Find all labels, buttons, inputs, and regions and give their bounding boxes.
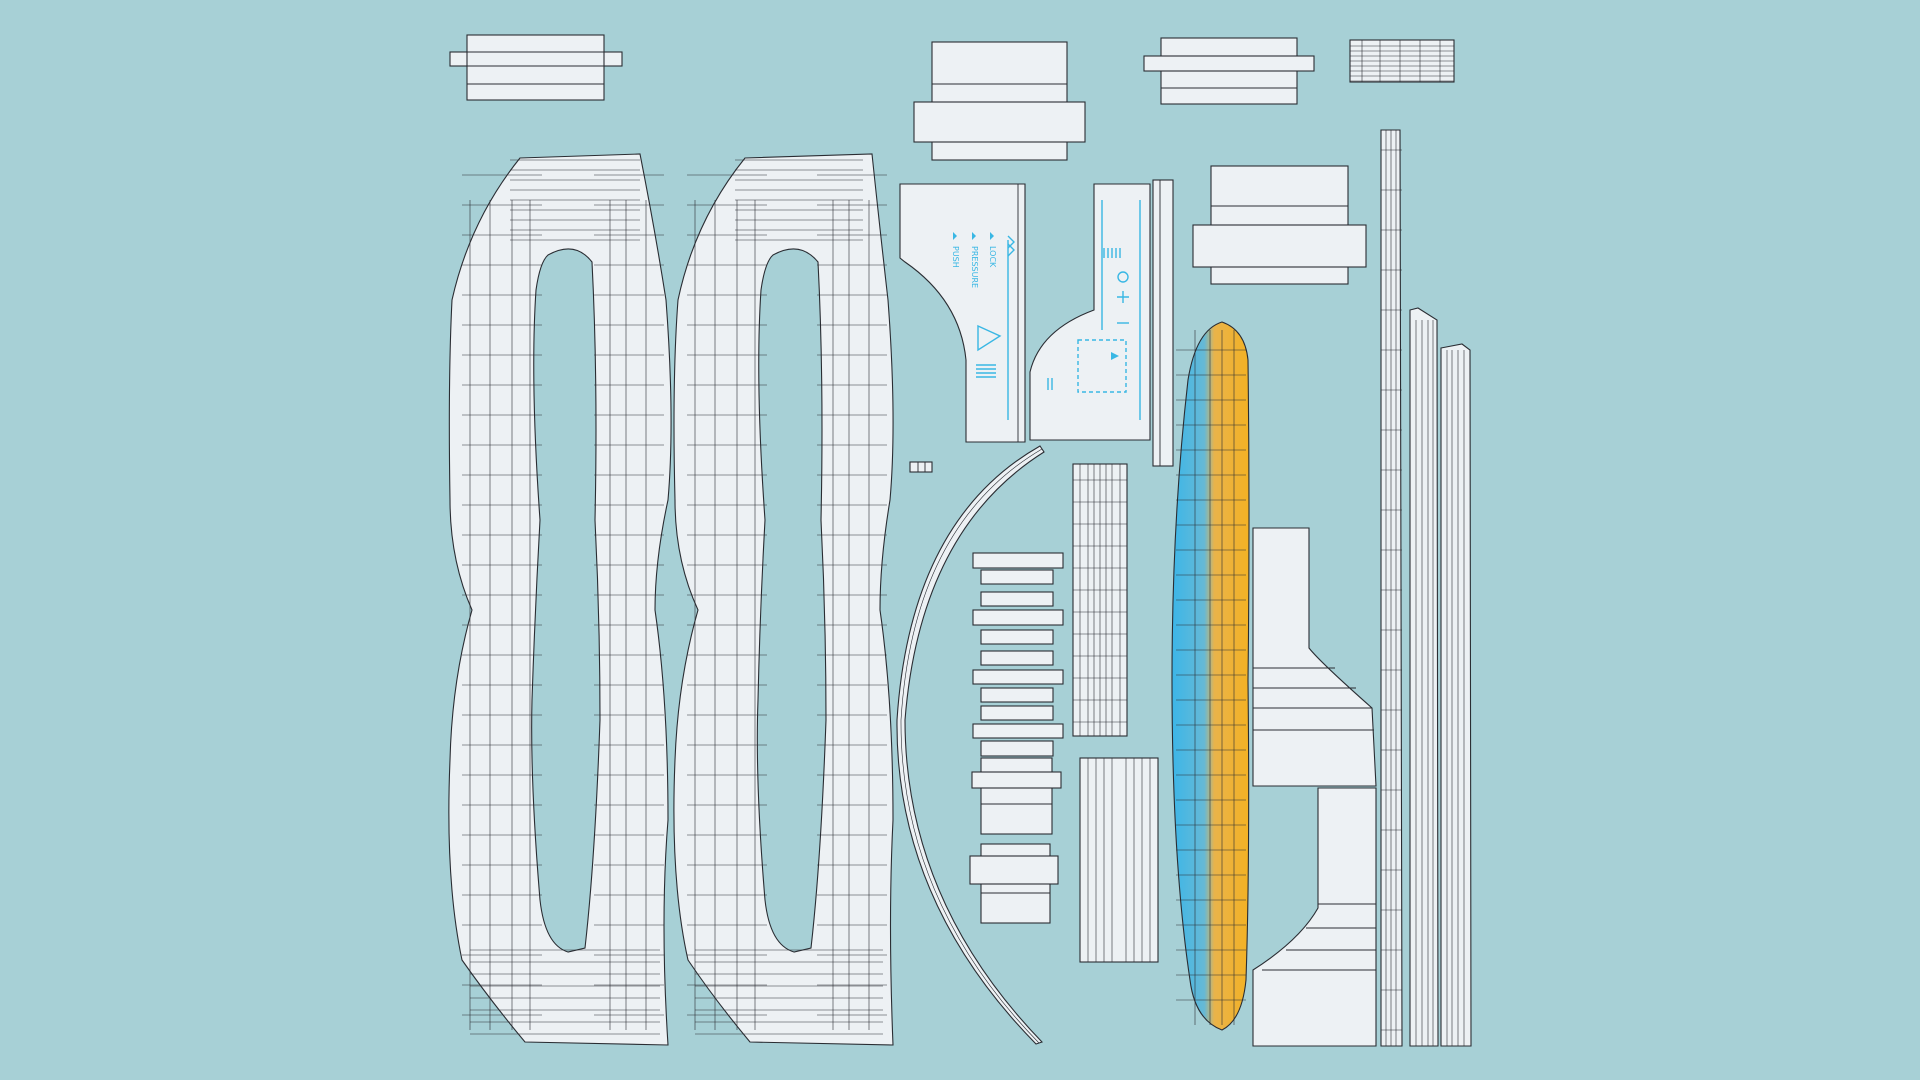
rung-bar: [980, 705, 1054, 721]
uv-island-right-top-plate: [1192, 165, 1367, 285]
decal-push-label: PUSH: [951, 246, 960, 268]
uv-island-tall-strip-b: [1409, 307, 1439, 1047]
decal-hatch-left: [976, 364, 996, 378]
uv-island-top-center-plate: [913, 41, 1086, 161]
decal-lock-label: LOCK: [988, 246, 997, 268]
decal-pressure-label: PRESSURE: [970, 246, 979, 288]
uv-island-decal-panel-left: PUSH PRESSURE LOCK: [899, 183, 1026, 443]
uv-island-tall-strip-c: [1440, 343, 1472, 1047]
power-icon: [1117, 271, 1129, 283]
uv-island-gradient-fin: [1171, 321, 1250, 1031]
uv-island-tiny: [909, 461, 933, 473]
rung-bar: [980, 591, 1054, 607]
rung-bar: [980, 650, 1054, 666]
rung-bar: [980, 687, 1054, 703]
rung-bar: [972, 609, 1064, 626]
uv-island-ribbed-strip-b: [1079, 757, 1159, 963]
uv-island-rung-block-b: [969, 843, 1059, 924]
uv-island-decal-panel-right: [1029, 179, 1174, 467]
uv-island-top-right-strip: [1349, 39, 1455, 83]
rung-bar: [972, 552, 1064, 569]
uv-island-top-right-plate: [1143, 37, 1315, 105]
uv-island-ring-left: [448, 153, 672, 1046]
uv-island-l-panel-lower: [1252, 787, 1377, 1047]
rung-bar: [980, 569, 1054, 585]
decal-hatch-right: [1103, 248, 1121, 258]
rung-bar: [972, 723, 1064, 739]
rung-bar: [980, 740, 1054, 757]
rung-bar: [980, 629, 1054, 645]
rung-bar: [972, 669, 1064, 685]
uv-island-l-panel-upper: [1252, 527, 1377, 787]
uv-island-top-left-plate: [449, 34, 623, 101]
uv-island-ribbed-strip-a: [1072, 463, 1128, 737]
uv-island-rung-stack: [972, 552, 1064, 757]
ring-wireframe: [462, 159, 887, 1035]
uv-island-curved-strip: [896, 445, 1045, 1045]
uv-island-tall-strip-a: [1380, 129, 1403, 1047]
uv-island-ring-right: [673, 153, 894, 1046]
uv-island-rung-block-a: [971, 757, 1062, 835]
